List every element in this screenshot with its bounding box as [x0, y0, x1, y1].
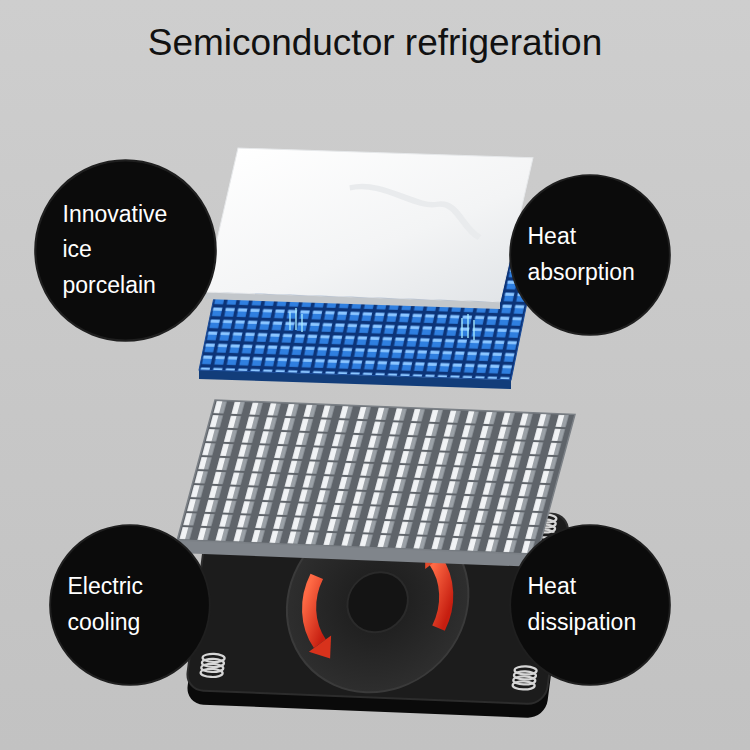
circle-outline: [509, 174, 671, 336]
circle-fill: [510, 525, 670, 685]
callout-circle: Electric cooling: [49, 524, 211, 686]
circle-outline: [34, 159, 217, 342]
circle-fill: [510, 175, 670, 335]
callout-circle: Heat dissipation: [509, 524, 671, 686]
diagram-title: Semiconductor refrigeration: [0, 22, 750, 64]
circle-outline: [509, 524, 671, 686]
callout-circle: Innovative ice porcelain: [34, 159, 217, 342]
callout-text-group: Electric cooling: [68, 569, 193, 640]
circle-fill: [35, 160, 215, 340]
callout-circle: Heat absorption: [509, 174, 671, 336]
callout-text-group: Heat absorption: [528, 219, 653, 290]
callout-text: Heat absorption: [528, 219, 653, 290]
callout-text: Electric cooling: [68, 569, 193, 640]
callout-text: Heat dissipation: [528, 569, 653, 640]
callout-text-group: Innovative ice porcelain: [63, 197, 188, 304]
callout-text: Innovative ice porcelain: [63, 197, 188, 304]
callout-text-group: Heat dissipation: [528, 569, 653, 640]
circle-outline: [49, 524, 211, 686]
circle-fill: [50, 525, 210, 685]
